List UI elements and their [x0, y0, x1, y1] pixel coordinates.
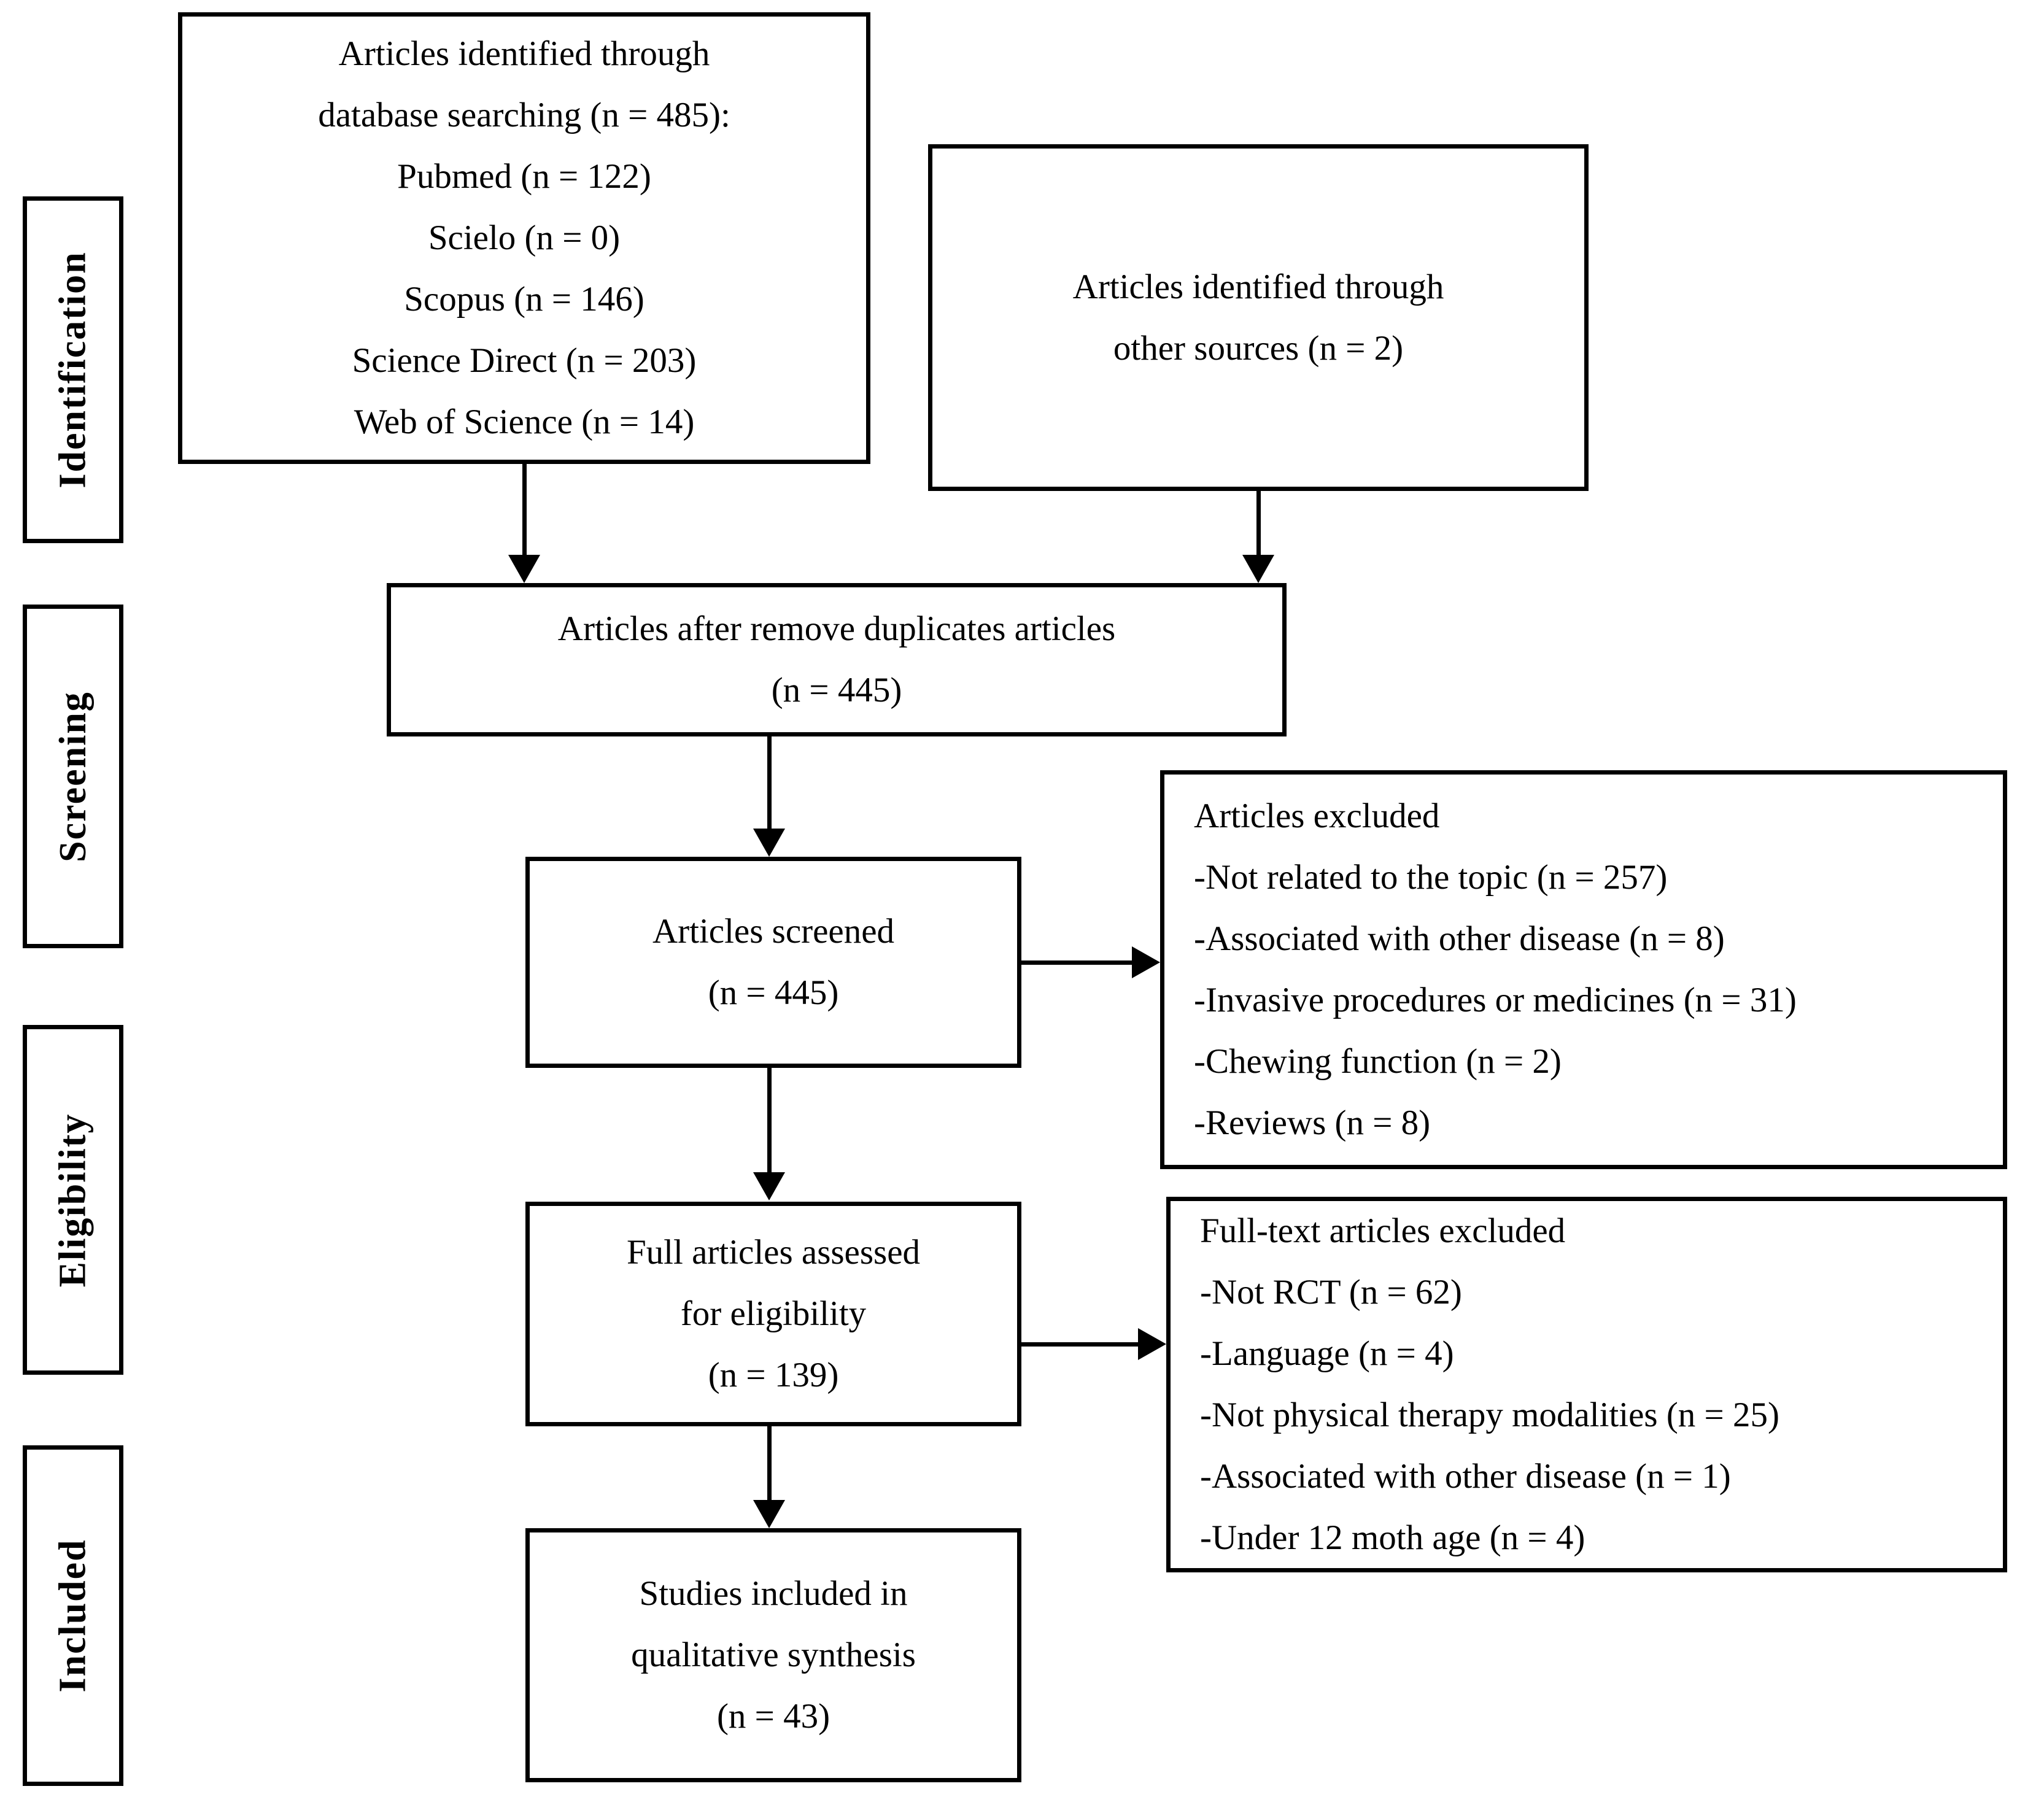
box-text-line: Studies included in: [639, 1574, 908, 1613]
box-text-line: Full articles assessed: [626, 1233, 921, 1272]
box-text-line: Scopus (n = 146): [404, 280, 645, 319]
excluded-item: -Chewing function (n = 2): [1194, 1042, 1562, 1081]
arrow-head-right: [1132, 946, 1160, 978]
box-studies-included: Studies included in qualitative synthesi…: [525, 1528, 1021, 1782]
arrow-line: [767, 736, 772, 830]
box-database-search: Articles identified through database sea…: [178, 12, 870, 464]
box-text-line: Articles identified through: [1072, 267, 1444, 306]
box-text-line: qualitative synthesis: [631, 1636, 916, 1674]
excluded-item: -Associated with other disease (n = 1): [1200, 1457, 1731, 1496]
box-text-line: other sources (n = 2): [1113, 328, 1404, 368]
excluded-item: -Invasive procedures or medicines (n = 3…: [1194, 981, 1797, 1019]
box-title: Full-text articles excluded: [1200, 1212, 1566, 1250]
box-text-line: Articles after remove duplicates article…: [557, 609, 1116, 648]
stage-label-text: Screening: [52, 690, 94, 862]
box-articles-screened: Articles screened (n = 445): [525, 857, 1021, 1068]
box-text-line: Scielo (n = 0): [428, 218, 621, 257]
box-text-line: for eligibility: [680, 1294, 867, 1333]
stage-label-included: Included: [23, 1445, 123, 1786]
arrow-line: [1256, 491, 1261, 556]
excluded-item: -Not related to the topic (n = 257): [1194, 858, 1668, 897]
arrow-head-down: [753, 1172, 785, 1200]
box-text-line: (n = 445): [708, 973, 839, 1012]
box-fulltext-excluded: Full-text articles excluded -Not RCT (n …: [1166, 1197, 2007, 1572]
excluded-item: -Language (n = 4): [1200, 1334, 1454, 1373]
box-articles-excluded: Articles excluded -Not related to the to…: [1160, 770, 2007, 1169]
box-text-line: Science Direct (n = 203): [352, 341, 697, 380]
stage-label-screening: Screening: [23, 605, 123, 948]
arrow-line: [767, 1068, 772, 1173]
arrow-head-right: [1138, 1328, 1166, 1360]
excluded-item: -Not physical therapy modalities (n = 25…: [1200, 1396, 1779, 1434]
arrow-line: [1021, 960, 1133, 965]
excluded-item: -Associated with other disease (n = 8): [1194, 919, 1725, 958]
arrow-line: [1021, 1342, 1139, 1347]
excluded-item: -Reviews (n = 8): [1194, 1103, 1431, 1142]
stage-label-text: Eligibility: [52, 1113, 94, 1287]
arrow-head-down: [508, 555, 540, 583]
box-text-line: (n = 43): [716, 1697, 830, 1736]
stage-label-identification: Identification: [23, 196, 123, 543]
arrow-head-down: [753, 1500, 785, 1528]
box-text-line: (n = 445): [771, 671, 902, 709]
arrow-head-down: [1242, 555, 1274, 583]
box-duplicates-removed: Articles after remove duplicates article…: [387, 583, 1287, 736]
box-title: Articles excluded: [1194, 797, 1440, 835]
box-text-line: database searching (n = 485):: [318, 96, 730, 134]
arrow-head-down: [753, 829, 785, 857]
excluded-item: -Not RCT (n = 62): [1200, 1273, 1462, 1312]
stage-label-eligibility: Eligibility: [23, 1025, 123, 1375]
box-text-line: Articles screened: [652, 912, 895, 951]
arrow-line: [522, 464, 527, 556]
box-text-line: Pubmed (n = 122): [397, 157, 651, 196]
stage-label-text: Included: [52, 1539, 94, 1693]
box-text-line: Articles identified through: [338, 34, 710, 73]
box-text-line: Web of Science (n = 14): [354, 403, 695, 441]
box-full-articles-assessed: Full articles assessed for eligibility (…: [525, 1202, 1021, 1426]
box-text-line: (n = 139): [708, 1356, 839, 1394]
stage-label-text: Identification: [52, 251, 94, 489]
box-other-sources: Articles identified through other source…: [928, 144, 1589, 491]
arrow-line: [767, 1426, 772, 1501]
excluded-item: -Under 12 moth age (n = 4): [1200, 1518, 1585, 1557]
